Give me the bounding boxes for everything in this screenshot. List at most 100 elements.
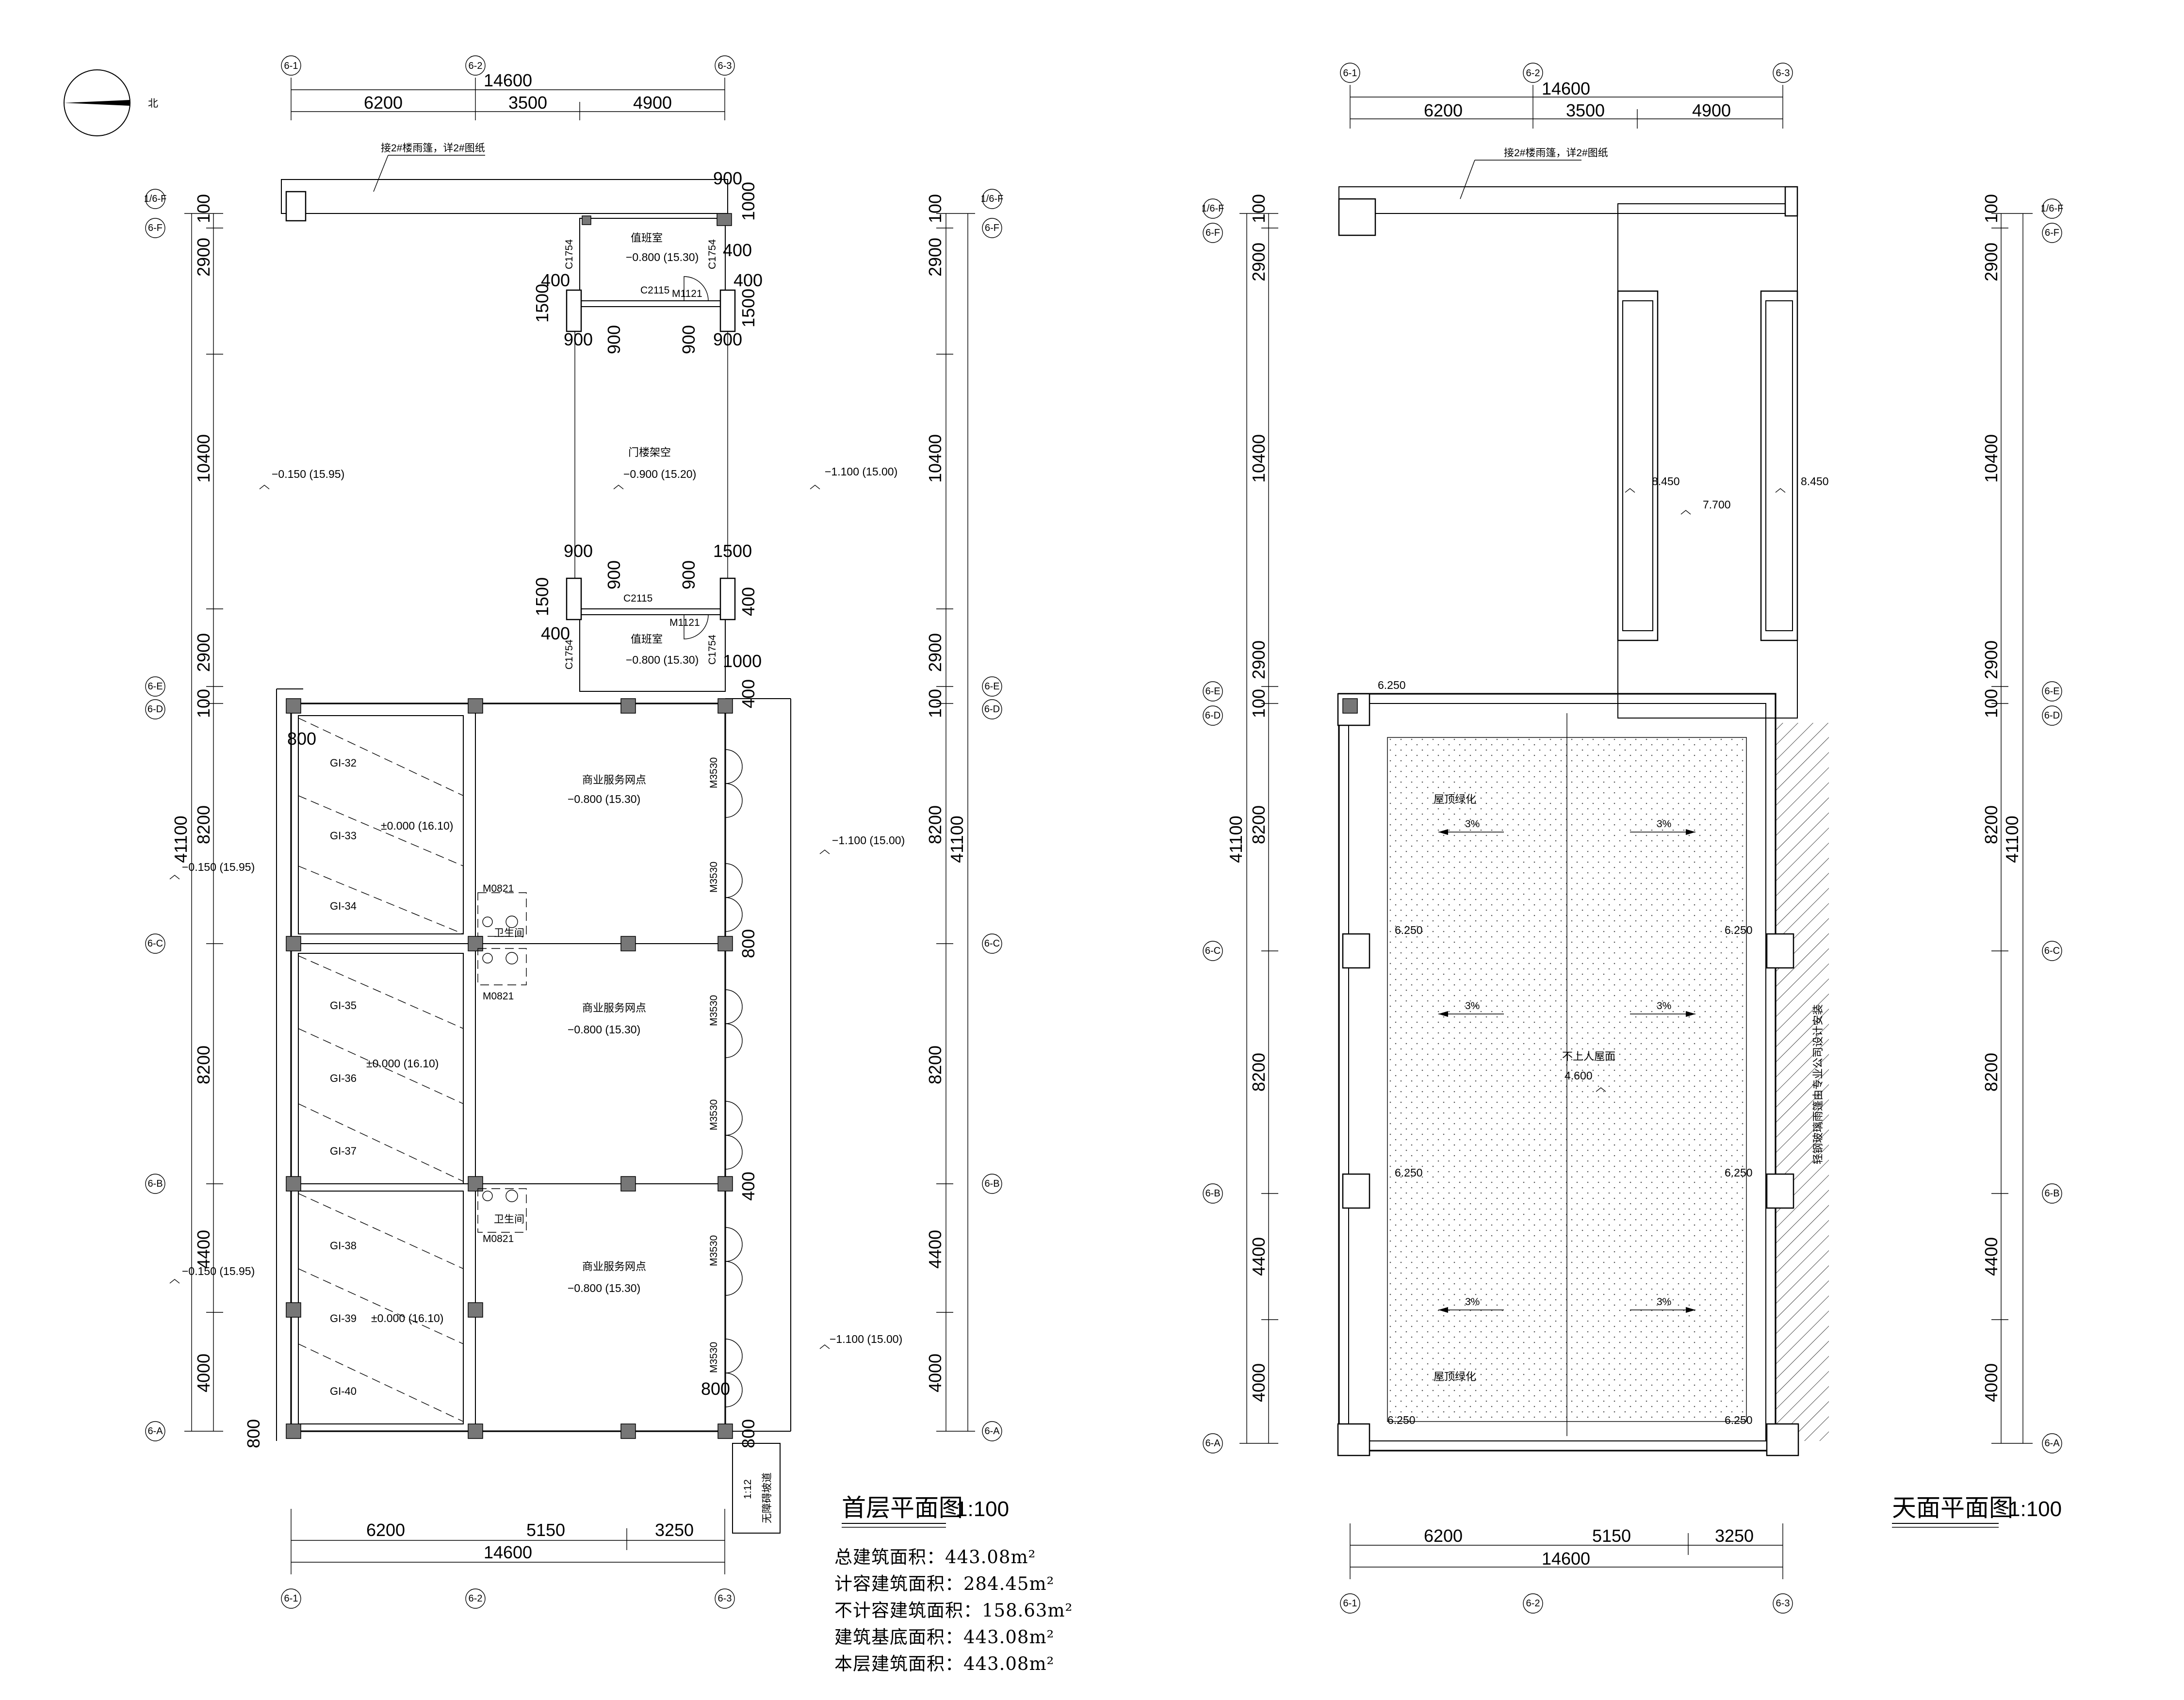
roof-plan: 14600 6200 3500 4900 6-1 6-2 6-3 接2#楼雨篷，… [1202,63,2063,1614]
roof-plan-scale: 1:100 [2008,1497,2062,1521]
roof-elev-side-1: 6.250 [1395,924,1423,936]
roof-label-green-1: 屋顶绿化 [1434,793,1476,805]
roof-axis-right-7: 6-A [2044,1438,2060,1449]
small-dim-21: 800 [287,729,316,749]
ground-axis-right-5: 6-C [984,938,1000,949]
roof-slope-5: 3% [1465,1296,1480,1308]
roof-right-dim-4: 2900 [1981,640,2001,679]
ground-bottom-dim-2: 5150 [526,1520,565,1540]
door-label-1: M1121 [672,288,702,299]
ground-axis-bottom-1: 6-1 [284,1593,298,1604]
roof-axis-top-1: 6-1 [1343,68,1357,79]
roof-slope-6: 3% [1657,1296,1671,1308]
small-dim-14: 900 [679,560,699,589]
ground-axis-right-1: 1/6-F [981,194,1004,204]
roof-main: 6.250 6.250 6.250 6.250 6.250 6.250 6.25… [1337,679,1829,1456]
roof-left-total: 41100 [1226,816,1246,863]
roof-right-dimensions: 41100 100 2900 10400 2900 100 8200 8200 … [1981,194,2063,1454]
roof-slope-4: 3% [1657,1000,1671,1012]
roof-right-total: 41100 [2002,816,2022,863]
window-label-2: C1754 [564,239,575,269]
outside-elev-6: −1.100 (15.00) [830,1333,902,1345]
roof-left-dim-9: 4000 [1249,1363,1269,1402]
roof-axis-left-1: 1/6-F [1202,203,1224,214]
parking-label-9: GI-40 [330,1385,357,1397]
roof-top-dim-3: 4900 [1692,100,1731,120]
roof-left-dim-1: 100 [1249,194,1269,223]
ground-axis-right-7: 6-A [984,1426,1000,1437]
ground-bottom-total: 14600 [484,1542,532,1562]
roof-plan-title: 天面平面图 [1892,1494,2013,1522]
roof-elev-side-4: 6.250 [1725,1166,1753,1179]
window-label-5: C1754 [564,639,575,670]
ground-left-dim-4: 2900 [194,633,213,672]
ground-top-dimensions: 14600 6200 3500 4900 6-1 6-2 6-3 [281,55,735,120]
roof-right-dim-8: 4400 [1981,1237,2001,1276]
roof-top-total: 14600 [1542,79,1590,98]
ground-axis-bottom-3: 6-3 [718,1593,732,1604]
roof-left-dim-7: 8200 [1249,1053,1269,1092]
parking-label-8: GI-39 [330,1312,357,1324]
roof-axis-right-6: 6-B [2044,1188,2059,1199]
room-label-shop-3: 商业服务网点 [582,1260,646,1273]
roof-elev-tower-2: 8.450 [1801,475,1829,488]
room-label-duty-2: 值班室 [631,633,663,645]
roof-left-dim-2: 2900 [1249,243,1269,281]
roof-top-dimensions: 14600 6200 3500 4900 6-1 6-2 6-3 [1340,63,1793,129]
small-dim-20: 400 [738,679,758,708]
roof-left-dim-6: 8200 [1249,805,1269,844]
stat-footprint-area: 建筑基底面积：443.08m² [834,1627,1054,1648]
small-dim-7: 1500 [738,289,758,327]
door-label-wc-2: M0821 [483,991,514,1002]
door-label-shop-2: M3530 [708,862,719,893]
roof-right-dim-7: 8200 [1981,1053,2001,1092]
ramp-slope: 1:12 [742,1479,753,1499]
roof-elev-tower-3: 7.700 [1703,498,1731,511]
room-elev-duty-2: −0.800 (15.30) [626,654,699,666]
ground-axis-right-2: 6-F [985,223,999,233]
north-arrow: 北 [64,69,158,136]
roof-elev-corner-1: 6.250 [1378,679,1406,691]
small-dim-6: 400 [733,270,763,290]
roof-right-dim-5: 100 [1981,689,2001,718]
small-dim-3: 400 [723,240,752,260]
roof-canopy-note: 接2#楼雨篷，详2#图纸 [1504,147,1608,159]
ground-axis-left-5: 6-C [147,938,163,949]
stat-uncounted-area: 不计容建筑面积：158.63m² [834,1600,1073,1621]
ramp-label: 无障碍坡道 [762,1472,773,1523]
small-dim-17: 400 [738,587,758,616]
roof-axis-bottom-2: 6-2 [1526,1598,1540,1609]
parking-label-2: GI-33 [330,830,357,842]
ground-top-dim-1: 6200 [364,93,403,113]
ground-axis-left-3: 6-E [147,681,163,692]
gatehouse-upper: 值班室 −0.800 (15.30) C2115 M1121 C1754 C17… [532,168,763,582]
small-dim-10: 900 [679,325,699,354]
roof-right-dim-3: 10400 [1981,434,2001,483]
ground-plan-title: 首层平面图 [842,1494,963,1522]
window-label-4: C2115 [623,593,652,604]
door-label-shop-3: M3530 [708,995,719,1026]
parking-elev-3: ±0.000 (16.10) [371,1312,443,1324]
ground-bottom-dimensions: 6200 5150 3250 14600 6-1 6-2 6-3 [281,1509,735,1609]
roof-elev-tower-1: 8.450 [1652,475,1680,488]
room-elev-shop-1: −0.800 (15.30) [568,793,640,805]
room-label-shop-1: 商业服务网点 [582,774,646,786]
small-dim-15: 1500 [713,541,752,561]
window-label-6: C1754 [707,635,718,665]
small-dim-8: 900 [564,329,593,349]
ground-right-dim-4: 2900 [925,633,945,672]
ground-right-dim-2: 2900 [925,238,945,277]
room-elev-gate: −0.900 (15.20) [623,468,696,480]
roof-axis-left-4: 6-D [1205,710,1221,721]
room-elev-shop-3: −0.800 (15.30) [568,1282,640,1294]
roof-axis-left-3: 6-E [1205,686,1220,697]
ground-top-dim-2: 3500 [508,93,547,113]
ground-right-dim-1: 100 [925,194,945,223]
small-dim-19: 1000 [723,651,762,671]
ground-canopy-note: 接2#楼雨篷，详2#图纸 [381,143,485,154]
roof-slope-3: 3% [1465,1000,1480,1012]
ground-top-total: 14600 [484,70,532,90]
ground-axis-left-7: 6-A [147,1426,163,1437]
north-label: 北 [148,98,158,109]
ground-right-dim-9: 4000 [925,1354,945,1392]
